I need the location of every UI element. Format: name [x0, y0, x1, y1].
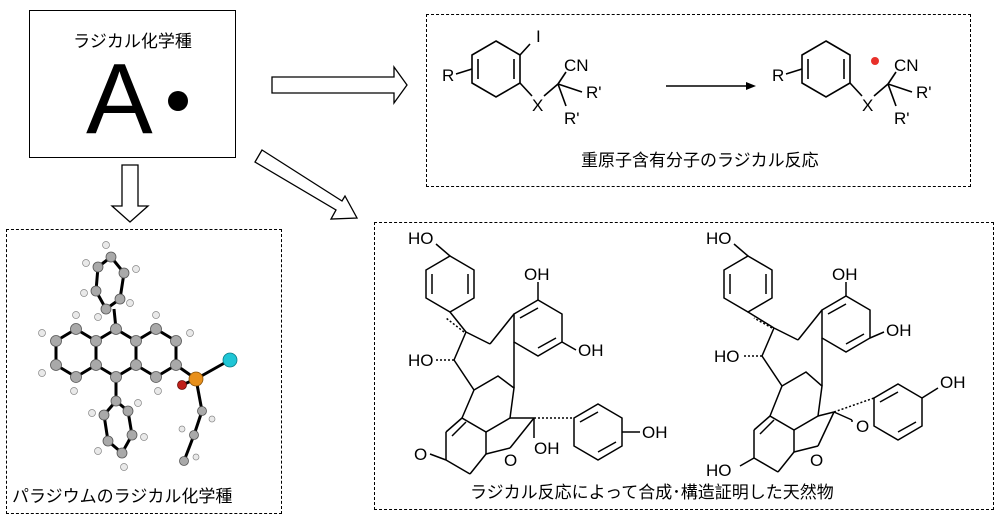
- palladium-atom: [188, 371, 204, 387]
- product-r2: R': [894, 109, 910, 128]
- palladium-structure: [38, 241, 238, 471]
- product-r: R: [772, 66, 784, 85]
- product-cn: CN: [894, 56, 919, 75]
- mol2-oh-phenyl: OH: [940, 373, 966, 392]
- mol2-ho-bottom: HO: [706, 461, 732, 480]
- mol2-o-carbonyl: O: [856, 417, 869, 436]
- reactant-iodine: I: [536, 27, 541, 46]
- mol1-oh-right: OH: [578, 341, 604, 360]
- reactant-r2: R': [564, 109, 580, 128]
- mol2-ho-top: HO: [706, 229, 732, 248]
- carbon-atoms: [50, 251, 207, 466]
- reaction-scheme: I CN X R' R' R CN X R' R' R 重原子含有分子のラジカル…: [442, 27, 932, 170]
- hollow-arrow-down: [110, 164, 150, 223]
- product-r1: R': [916, 83, 932, 102]
- mol1-o-ring: O: [504, 451, 517, 470]
- mol1-ho-left: HO: [408, 351, 434, 370]
- hydrogen-atoms: [38, 241, 216, 471]
- product-x: X: [862, 96, 873, 115]
- radical-dot-icon: [168, 91, 188, 111]
- mol1-o-ketone: O: [414, 445, 427, 464]
- molecule-2: [723, 243, 939, 473]
- mol2-oh-upper: OH: [832, 265, 858, 284]
- palladium-box: [6, 229, 282, 514]
- mol2-oh-right: OH: [886, 321, 912, 340]
- palladium-caption: パラジウムのラジカル化学種: [12, 487, 233, 507]
- mol1-oh-bottom: OH: [534, 439, 560, 458]
- reactant-r: R: [442, 66, 454, 85]
- radical-species-title: ラジカル化学種: [73, 32, 192, 52]
- natural-products-structures: HO OH OH HO O O OH OH: [408, 229, 966, 480]
- mol1-oh-upper: OH: [524, 265, 550, 284]
- natural-products-caption: ラジカル反応によって合成･構造証明した天然物: [470, 483, 834, 503]
- natural-products-box: [374, 222, 994, 510]
- mol2-ho-left: HO: [714, 347, 740, 366]
- reaction-box: [426, 14, 971, 187]
- radical-symbol: A: [86, 43, 153, 155]
- radical-dot-red-icon: [871, 57, 879, 65]
- reactant-r1: R': [586, 83, 602, 102]
- oxygen-atom: [177, 380, 187, 390]
- molecule-1: [425, 243, 640, 475]
- hollow-arrow-right: [271, 64, 408, 106]
- mol1-ho-top: HO: [408, 229, 434, 248]
- reactant-cn: CN: [564, 56, 589, 75]
- mol2-o-ring: O: [810, 451, 823, 470]
- reactant-x: X: [532, 96, 543, 115]
- reaction-caption: 重原子含有分子のラジカル反応: [581, 151, 819, 170]
- chlorine-atom: [222, 352, 238, 368]
- hollow-arrow-diagonal: [254, 149, 359, 220]
- mol1-oh-phenyl: OH: [642, 423, 668, 442]
- radical-species-box: ラジカル化学種 A: [29, 10, 236, 158]
